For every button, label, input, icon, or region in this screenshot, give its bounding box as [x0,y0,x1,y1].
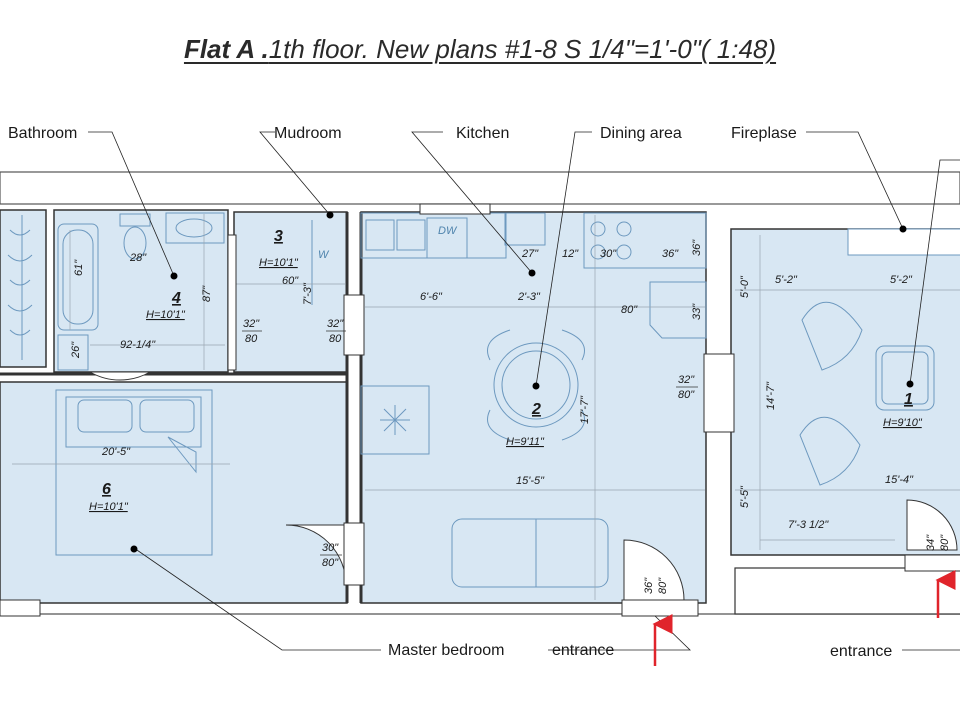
dim-12: 12" [562,248,579,260]
dim-15-4: 15'-4" [885,474,914,486]
master-bedroom-room [0,381,348,604]
dim-20-5: 20'-5" [101,446,131,458]
door-b-width: 32" [327,318,344,330]
callout-master-bedroom: Master bedroom [388,642,505,659]
title-bold: Flat A . [183,34,269,64]
dim-80: 80" [621,304,638,316]
dishwasher-label: DW [438,225,458,237]
mudroom-room [233,211,348,373]
dim-30: 30" [600,248,617,260]
kitchen-dining-room [360,211,707,604]
room-number-1: 1 [904,391,913,408]
dim-17-7: 17'-7" [579,395,591,424]
dim-5-5: 5'-5" [739,485,751,508]
callout-fireplase: Fireplase [731,125,797,142]
door-f-height: 80" [939,534,951,551]
door-a-width: 32" [243,318,260,330]
door-e-width: 36" [643,577,655,594]
dim-5-0: 5'-0" [739,275,751,298]
corridor-top [0,171,960,205]
room-number-4: 4 [171,290,181,307]
room-number-2: 2 [531,401,541,418]
dim-2-3: 2'-3" [517,291,541,303]
title-wrap: Flat A .1th floor. New plans #1-8 S 1/4"… [0,34,960,65]
door-d-width: 30" [322,542,339,554]
title-rest: 1th floor. New plans #1-8 S 1/4"=1'-0"( … [268,34,777,64]
room-number-3: 3 [274,228,283,245]
washer-label: W [318,249,330,261]
dim-14-7: 14'-7" [765,381,777,410]
door-d-height: 80" [322,557,339,569]
dim-5-2-b: 5'-2" [890,274,913,286]
door-c-height: 80" [678,389,695,401]
dim-5-2-a: 5'-2" [775,274,798,286]
door-a-height: 80 [245,333,258,345]
dim-15-5: 15'-5" [516,475,545,487]
closet-left [0,209,47,368]
dim-28: 28" [129,252,147,264]
dim-7-3-1-2: 7'-3 1/2" [788,519,829,531]
dim-36-b: 36" [691,239,703,256]
callout-mudroom: Mudroom [274,125,342,142]
callout-entrance-1: entrance [552,642,614,659]
dim-92: 92-1/4" [120,339,156,351]
room-height-2: H=9'11" [506,436,545,448]
room-height-4: H=10'1" [146,309,186,321]
dim-6-6: 6'-6" [420,291,443,303]
room-number-6: 6 [102,481,111,498]
callout-entrance-2: entrance [830,643,892,660]
dim-27: 27" [521,248,539,260]
door-f-width: 34" [925,534,937,551]
dim-87: 87" [201,285,213,302]
door-b-height: 80 [329,333,342,345]
dim-36-a: 36" [662,248,679,260]
living-room [730,228,960,556]
dim-33: 33" [691,303,703,320]
room-height-3: H=10'1" [259,257,299,269]
callout-dining-area: Dining area [600,125,682,142]
dim-26: 26" [70,341,82,359]
page-title: Flat A .1th floor. New plans #1-8 S 1/4"… [184,34,776,64]
dim-61: 61" [73,259,85,276]
door-c-width: 32" [678,374,695,386]
callout-bathroom: Bathroom [8,125,77,142]
room-height-6: H=10'1" [89,501,129,513]
callout-kitchen: Kitchen [456,125,509,142]
room-height-1: H=9'10" [883,417,923,429]
dim-60: 60" [282,275,299,287]
dim-7-3: 7'-3" [302,282,314,305]
door-e-height: 80" [657,577,669,594]
